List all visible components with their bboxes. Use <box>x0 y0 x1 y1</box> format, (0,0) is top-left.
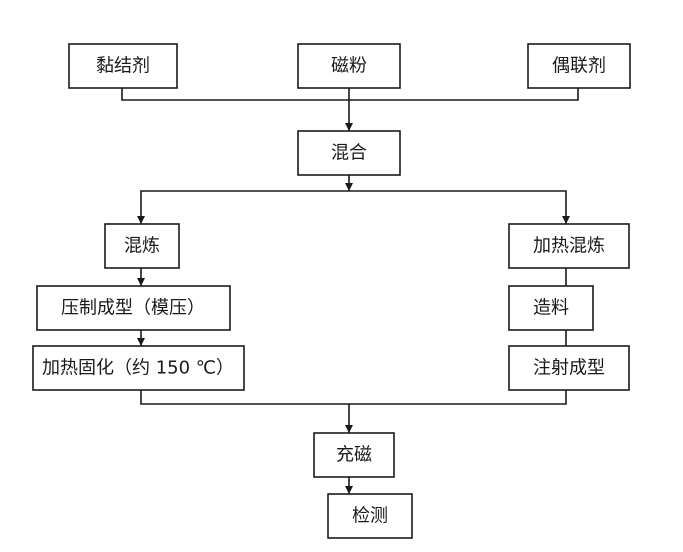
node-coupling-agent-label: 偶联剂 <box>552 56 606 77</box>
node-injection-molding-label: 注射成型 <box>533 358 605 379</box>
node-heated-kneading-label: 加热混炼 <box>533 236 605 257</box>
edge-merge-bottom <box>140 390 567 405</box>
node-magnetizing: 充磁 <box>313 432 395 478</box>
node-mixing-label: 混合 <box>331 143 367 164</box>
node-inspection: 检测 <box>327 493 413 539</box>
node-magnetic-powder: 磁粉 <box>297 43 401 89</box>
node-compression-molding: 压制成型（模压） <box>36 285 231 331</box>
node-kneading-label: 混炼 <box>124 236 160 257</box>
node-binder: 黏结剂 <box>68 43 178 89</box>
node-pelletizing: 造料 <box>508 285 594 331</box>
node-pelletizing-label: 造料 <box>533 298 569 319</box>
node-injection-molding: 注射成型 <box>508 345 630 391</box>
connectors <box>121 88 579 494</box>
edge-split-left <box>137 190 349 224</box>
node-kneading: 混炼 <box>104 223 180 269</box>
node-coupling-agent: 偶联剂 <box>527 43 631 89</box>
edge-split-right <box>349 190 570 224</box>
node-heated-kneading: 加热混炼 <box>508 223 630 269</box>
node-mixing: 混合 <box>297 130 401 176</box>
node-magnetizing-label: 充磁 <box>336 445 372 466</box>
edge-binder-to-merge <box>121 88 579 101</box>
node-inspection-label: 检测 <box>352 506 388 527</box>
node-heat-curing-label: 加热固化（约 150 ℃） <box>42 358 234 379</box>
node-magnetic-powder-label: 磁粉 <box>331 56 367 77</box>
node-binder-label: 黏结剂 <box>96 56 150 77</box>
node-heat-curing: 加热固化（约 150 ℃） <box>32 345 245 391</box>
node-compression-molding-label: 压制成型（模压） <box>61 298 205 319</box>
